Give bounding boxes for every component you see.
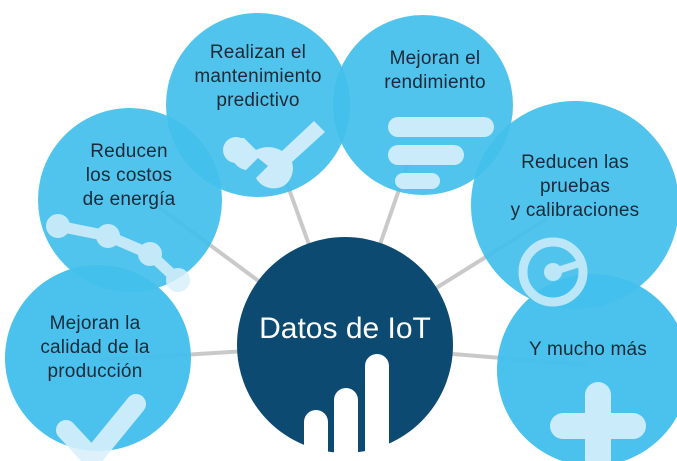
plus-icon: [550, 382, 646, 461]
bar-list-icon: [388, 117, 494, 189]
benefit-label-quality: Mejoran la calidad de la producción: [18, 312, 172, 384]
center-circle: [237, 237, 453, 453]
benefit-label-line: pruebas: [539, 176, 611, 197]
benefit-label-line: rendimiento: [384, 72, 486, 93]
benefit-label-line: Reducen: [90, 141, 168, 162]
benefit-label-energy: Reducen los costos de energía: [58, 140, 200, 212]
benefit-label-line: calidad de la: [40, 337, 150, 358]
benefit-label-maintenance: Realizan el mantenimiento predictivo: [182, 41, 334, 113]
bar-chart-icon: [304, 354, 389, 461]
center-label: Datos de IoT: [259, 312, 431, 345]
wrench-icon: [223, 121, 325, 189]
benefit-label-line: Mejoran el: [389, 48, 481, 69]
benefit-label-line: de energía: [82, 189, 176, 210]
decreasing-line-chart-icon: [46, 214, 190, 292]
benefit-label-line: Realizan el: [209, 42, 307, 63]
benefit-label-line: mantenimiento: [194, 66, 322, 87]
benefit-label-line: Reducen las: [521, 152, 629, 173]
benefit-label-line: los costos: [85, 165, 173, 186]
benefit-label-line: Y mucho más: [528, 339, 647, 360]
center-node: [237, 237, 453, 461]
bubble-performance: [333, 15, 513, 195]
bubble-energy: [38, 108, 222, 292]
checkmark-icon: [56, 394, 146, 461]
benefit-label-line: predictivo: [216, 90, 300, 111]
benefit-label-line: Mejoran la: [49, 313, 141, 334]
benefit-label-testing: Reducen las pruebas y calibraciones: [490, 151, 660, 223]
benefit-label-line: producción: [47, 361, 143, 382]
benefit-label-performance: Mejoran el rendimiento: [364, 47, 506, 95]
benefit-label-more: Y mucho más: [513, 338, 663, 362]
gauge-icon: [518, 237, 588, 307]
benefit-label-line: y calibraciones: [510, 200, 640, 221]
